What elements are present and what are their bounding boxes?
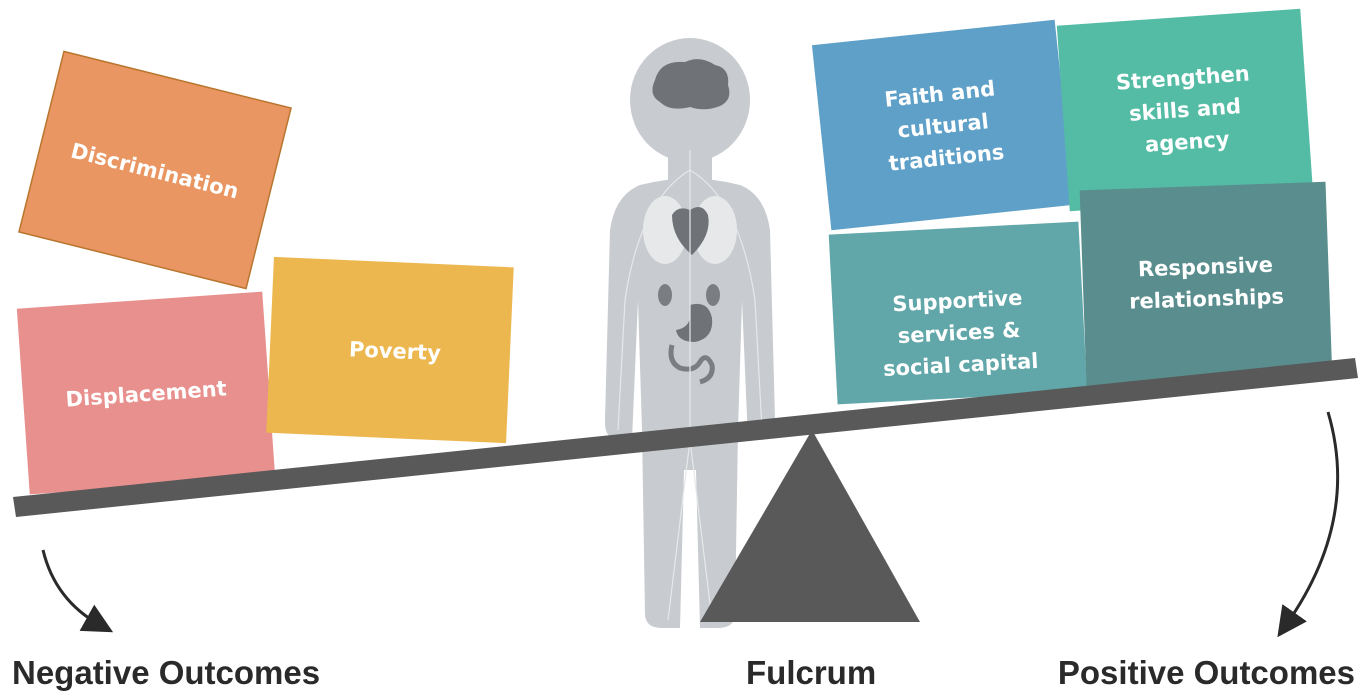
block-faith: Faith and cultural traditions (811, 19, 1075, 231)
caption-fulcrum: Fulcrum (746, 654, 876, 691)
intestines-icon (668, 344, 715, 385)
positive-outcome-arrow (1277, 411, 1340, 638)
right-kidney-icon (706, 284, 720, 306)
human-body-figure (604, 38, 776, 628)
block-poverty-label: Poverty (349, 337, 442, 365)
block-supportive: Supportive services & social capital (828, 221, 1088, 405)
caption-negative-outcomes: Negative Outcomes (12, 654, 320, 691)
brain-icon (652, 59, 730, 110)
block-responsive-line-2: relationships (1129, 284, 1285, 313)
block-responsive-line-1: Responsive (1138, 253, 1274, 282)
block-displacement: Displacement (16, 291, 276, 495)
fulcrum-triangle (700, 430, 920, 622)
negative-outcome-arrow (41, 549, 114, 633)
block-discrimination: Discrimination (18, 50, 292, 290)
caption-positive-outcomes: Positive Outcomes (1058, 654, 1355, 691)
block-strengthen-line-3: agency (1144, 127, 1230, 157)
left-kidney-icon (658, 284, 672, 306)
block-strengthen: Strengthen skills and agency (1056, 8, 1314, 212)
block-poverty: Poverty (266, 256, 514, 444)
stomach-icon (676, 303, 713, 342)
seesaw-beam (13, 358, 1358, 517)
block-responsive: Responsive relationships (1079, 181, 1333, 387)
